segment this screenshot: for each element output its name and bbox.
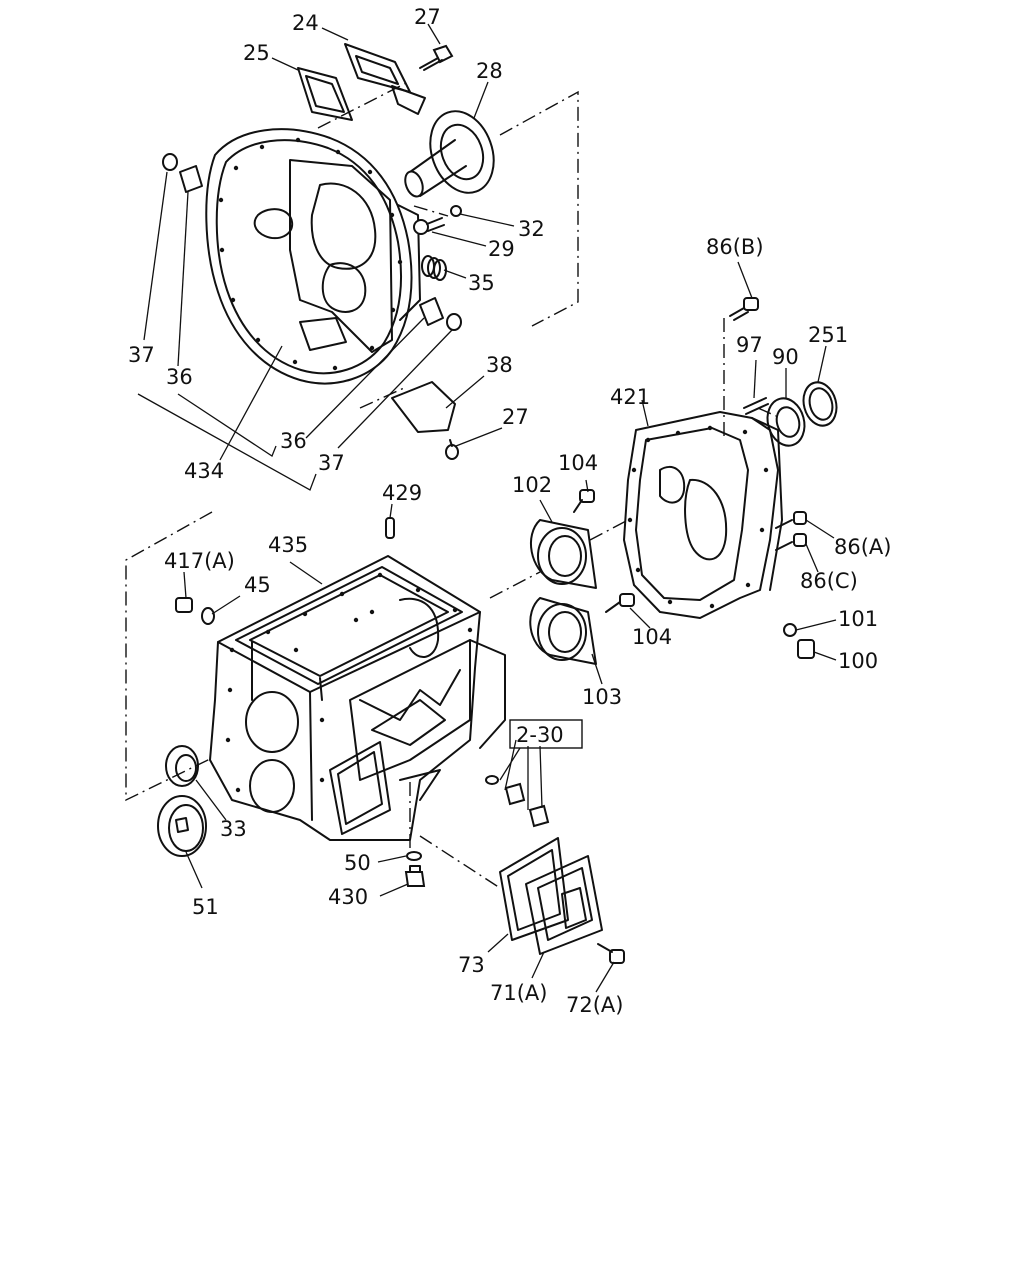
bearing-retainer-28: [404, 110, 495, 198]
label-86c: 86(C): [800, 569, 858, 593]
bolt-27-top: [419, 44, 454, 71]
oil-seal-33: [165, 745, 199, 787]
label-36-left: 36: [166, 365, 193, 389]
transmission-case-435: [209, 555, 506, 841]
leader-lines: [137, 23, 837, 993]
center-lines: [125, 81, 777, 889]
plug-100: [797, 639, 815, 659]
label-27-top: 27: [414, 5, 441, 29]
label-421: 421: [610, 385, 650, 409]
part-labels: 27 24 25 28 32 29 35 37 36 434 36 37 38 …: [128, 5, 891, 1017]
label-45: 45: [244, 573, 271, 597]
washer-101: [783, 623, 797, 637]
label-72a: 72(A): [566, 993, 623, 1017]
label-430: 430: [328, 885, 368, 909]
label-101: 101: [838, 607, 878, 631]
label-25: 25: [243, 41, 270, 65]
label-29: 29: [488, 237, 515, 261]
label-36-right: 36: [280, 429, 307, 453]
label-103: 103: [582, 685, 622, 709]
label-27-lower: 27: [502, 405, 529, 429]
bolt-29: [413, 217, 445, 235]
label-429: 429: [382, 481, 422, 505]
gasket-50: [406, 851, 422, 861]
label-37-right: 37: [318, 451, 345, 475]
clutch-housing-434: [205, 128, 421, 385]
label-104-upper: 104: [558, 451, 598, 475]
dowel-pin-429: [385, 517, 395, 539]
drain-plug-430: [404, 865, 426, 887]
label-2-30: 2-30: [516, 723, 564, 747]
bolt-27-lower: [445, 439, 459, 460]
label-251: 251: [808, 323, 848, 347]
plate-38: [391, 381, 456, 433]
reference-box-2-30: [509, 719, 583, 749]
label-100: 100: [838, 649, 878, 673]
label-37-left: 37: [128, 343, 155, 367]
plug-37-right: [446, 313, 462, 331]
gasket-25: [297, 67, 353, 121]
label-71a: 71(A): [490, 981, 547, 1005]
label-104-lower: 104: [632, 625, 672, 649]
bushing-36-right: [419, 297, 444, 326]
bearing-cover-103: [529, 597, 597, 665]
label-435: 435: [268, 533, 308, 557]
bearing-cover-102: [529, 519, 597, 589]
label-73: 73: [458, 953, 485, 977]
gasket-73: [499, 837, 569, 941]
label-51: 51: [192, 895, 219, 919]
label-90: 90: [772, 345, 799, 369]
bushing-36-left: [179, 165, 203, 193]
bolt-86a: [775, 511, 807, 529]
switch-assembly-2-30: [485, 775, 550, 828]
label-102: 102: [512, 473, 552, 497]
oil-seal-90: [766, 397, 806, 447]
washer-45: [201, 607, 215, 625]
rear-cover-421: [623, 411, 783, 619]
plug-37-left: [162, 153, 178, 171]
plug-417a: [175, 597, 193, 613]
cover-71a: [525, 855, 603, 955]
o-ring-32: [450, 205, 462, 217]
bolt-86b: [729, 297, 759, 321]
cover-plate-24: [344, 43, 426, 115]
spring-35: [421, 255, 447, 281]
label-24: 24: [292, 11, 319, 35]
cap-51: [157, 795, 207, 857]
label-97: 97: [736, 333, 763, 357]
label-50: 50: [344, 851, 371, 875]
label-434: 434: [184, 459, 224, 483]
bolt-104-lower: [605, 593, 635, 613]
label-33: 33: [220, 817, 247, 841]
label-35: 35: [468, 271, 495, 295]
label-28: 28: [476, 59, 503, 83]
label-417a: 417(A): [164, 549, 235, 573]
label-86b: 86(B): [706, 235, 764, 259]
bolt-72a: [597, 943, 625, 964]
ring-251: [802, 381, 838, 427]
bolt-104-upper: [573, 489, 595, 513]
bolt-86c: [775, 533, 807, 551]
label-86a: 86(A): [834, 535, 891, 559]
label-38: 38: [486, 353, 513, 377]
stud-97: [743, 397, 769, 415]
label-32: 32: [518, 217, 545, 241]
